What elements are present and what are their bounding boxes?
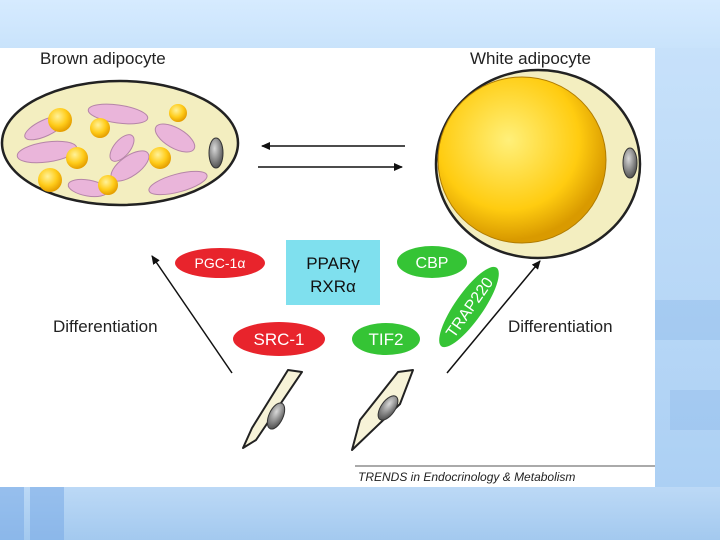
white-nucleus — [622, 147, 638, 179]
tif2-label: TIF2 — [369, 330, 404, 349]
factor-ppar-rxr-box: PPARγ RXRα — [286, 240, 380, 305]
slide-right-band — [655, 48, 720, 540]
brown-adipocyte-cell — [0, 79, 240, 207]
factor-cbp: CBP — [397, 246, 467, 278]
factor-src1: SRC-1 — [233, 322, 325, 356]
white-adipocyte-label: White adipocyte — [470, 49, 591, 68]
white-adipocyte-cell — [434, 68, 642, 260]
journal-credit: TRENDS in Endocrinology & Metabolism — [358, 470, 575, 484]
slide-tile — [670, 390, 720, 430]
lipid-droplets-group — [38, 104, 187, 195]
brown-nucleus — [208, 137, 224, 169]
slide-tile — [0, 487, 24, 540]
src1-label: SRC-1 — [253, 330, 304, 349]
differentiation-arrow-right — [446, 260, 541, 374]
slide-top-band — [0, 0, 720, 48]
preadipocyte-right — [351, 369, 414, 451]
slide-tile — [655, 300, 720, 340]
differentiation-label-right: Differentiation — [508, 317, 613, 336]
differentiation-arrow-left — [151, 255, 233, 374]
factor-tif2: TIF2 — [352, 323, 420, 355]
slide-bottom-band — [0, 487, 720, 540]
brown-adipocyte-label: Brown adipocyte — [40, 49, 166, 68]
factor-pgc1a: PGC-1α — [175, 248, 265, 278]
pgc1a-label: PGC-1α — [195, 255, 246, 271]
cbp-label: CBP — [416, 255, 449, 272]
differentiation-label-left: Differentiation — [53, 317, 158, 336]
preadipocyte-left — [242, 369, 303, 449]
large-lipid-droplet — [437, 76, 607, 244]
ppar-label: PPARγ — [306, 254, 360, 273]
slide-tile — [30, 487, 64, 540]
adipocyte-differentiation-figure: Brown adipocyte White adipocyte — [0, 48, 655, 487]
rxr-label: RXRα — [310, 277, 356, 296]
